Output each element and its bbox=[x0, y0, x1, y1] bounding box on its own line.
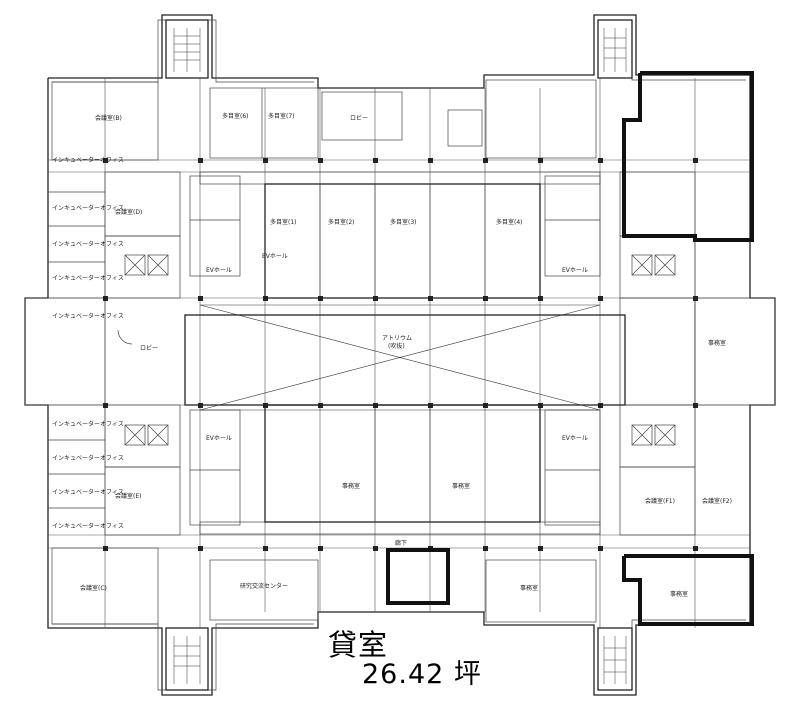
label-lobby-top: ロビー bbox=[350, 114, 368, 122]
label-atrium: アトリウム bbox=[382, 334, 412, 342]
label-multi-7: 多目室(7) bbox=[268, 112, 295, 120]
stair-towers bbox=[165, 19, 633, 691]
rental-area-bottom-right bbox=[622, 554, 754, 626]
label-incubator-7: インキュベーターオフィス bbox=[52, 454, 124, 462]
label-ev-hall-4: EVホール bbox=[562, 435, 588, 442]
label-ev-hall-5: EVホール bbox=[262, 253, 288, 260]
label-ev-hall-3: EVホール bbox=[206, 435, 232, 442]
label-multi-4: 多目室(4) bbox=[496, 218, 523, 226]
rental-area-top-right bbox=[622, 71, 754, 242]
label-incubator-6: インキュベーターオフィス bbox=[52, 420, 124, 428]
label-ev-hall-2: EVホール bbox=[562, 267, 588, 274]
label-incubator-9: インキュベーターオフィス bbox=[52, 522, 124, 530]
label-multi-1: 多目室(1) bbox=[270, 218, 297, 226]
label-info-center: 研究交流センター bbox=[240, 582, 288, 590]
label-incubator-2: インキュベーターオフィス bbox=[52, 204, 124, 212]
label-multi-6: 多目室(6) bbox=[222, 112, 249, 120]
label-office-1: 事務室 bbox=[342, 482, 360, 490]
building-outline bbox=[24, 14, 776, 696]
label-atrium-sub: (吹抜) bbox=[388, 342, 405, 350]
door-arc bbox=[117, 329, 133, 345]
atrium bbox=[184, 304, 626, 411]
label-meeting-f1: 会議室(F1) bbox=[645, 497, 675, 505]
rental-area-center bbox=[386, 548, 450, 605]
label-multi-3: 多目室(3) bbox=[390, 218, 417, 226]
label-meeting-f2: 会議室(F2) bbox=[702, 497, 732, 505]
label-incubator-5: インキュベーターオフィス bbox=[52, 312, 124, 320]
label-ev-hall-1: EVホール bbox=[206, 267, 232, 274]
label-incubator-4: インキュベーターオフィス bbox=[52, 274, 124, 282]
rental-area: 26.42 坪 bbox=[362, 659, 482, 690]
label-office-2: 事務室 bbox=[452, 482, 470, 490]
label-meeting-e: 会議室(E) bbox=[115, 492, 141, 500]
label-meeting-d: 会議室(D) bbox=[115, 208, 142, 216]
label-incubator-3: インキュベーターオフィス bbox=[52, 240, 124, 248]
label-office-right: 事務室 bbox=[708, 339, 726, 347]
highlighted-areas bbox=[386, 71, 754, 626]
label-meeting-b: 会議室(B) bbox=[95, 114, 122, 122]
rental-label: 貸室 bbox=[328, 628, 389, 662]
room-labels: 会議室(B) 多目室(6) 多目室(7) ロビー 会議室(D) 多目室(1) 多… bbox=[52, 112, 732, 598]
columns bbox=[103, 158, 698, 551]
label-incubator-1: インキュベーターオフィス bbox=[52, 156, 124, 164]
elevators bbox=[124, 254, 676, 446]
label-incubator-8: インキュベーターオフィス bbox=[52, 488, 124, 496]
label-meeting-c: 会議室(C) bbox=[80, 584, 107, 592]
label-office-bottom: 事務室 bbox=[520, 584, 538, 592]
label-corridor: 廊下 bbox=[395, 539, 407, 547]
room-partitions bbox=[24, 79, 776, 625]
label-lobby-left: ロビー bbox=[140, 344, 158, 352]
label-office-br: 事務室 bbox=[670, 590, 688, 598]
label-multi-2: 多目室(2) bbox=[328, 218, 355, 226]
